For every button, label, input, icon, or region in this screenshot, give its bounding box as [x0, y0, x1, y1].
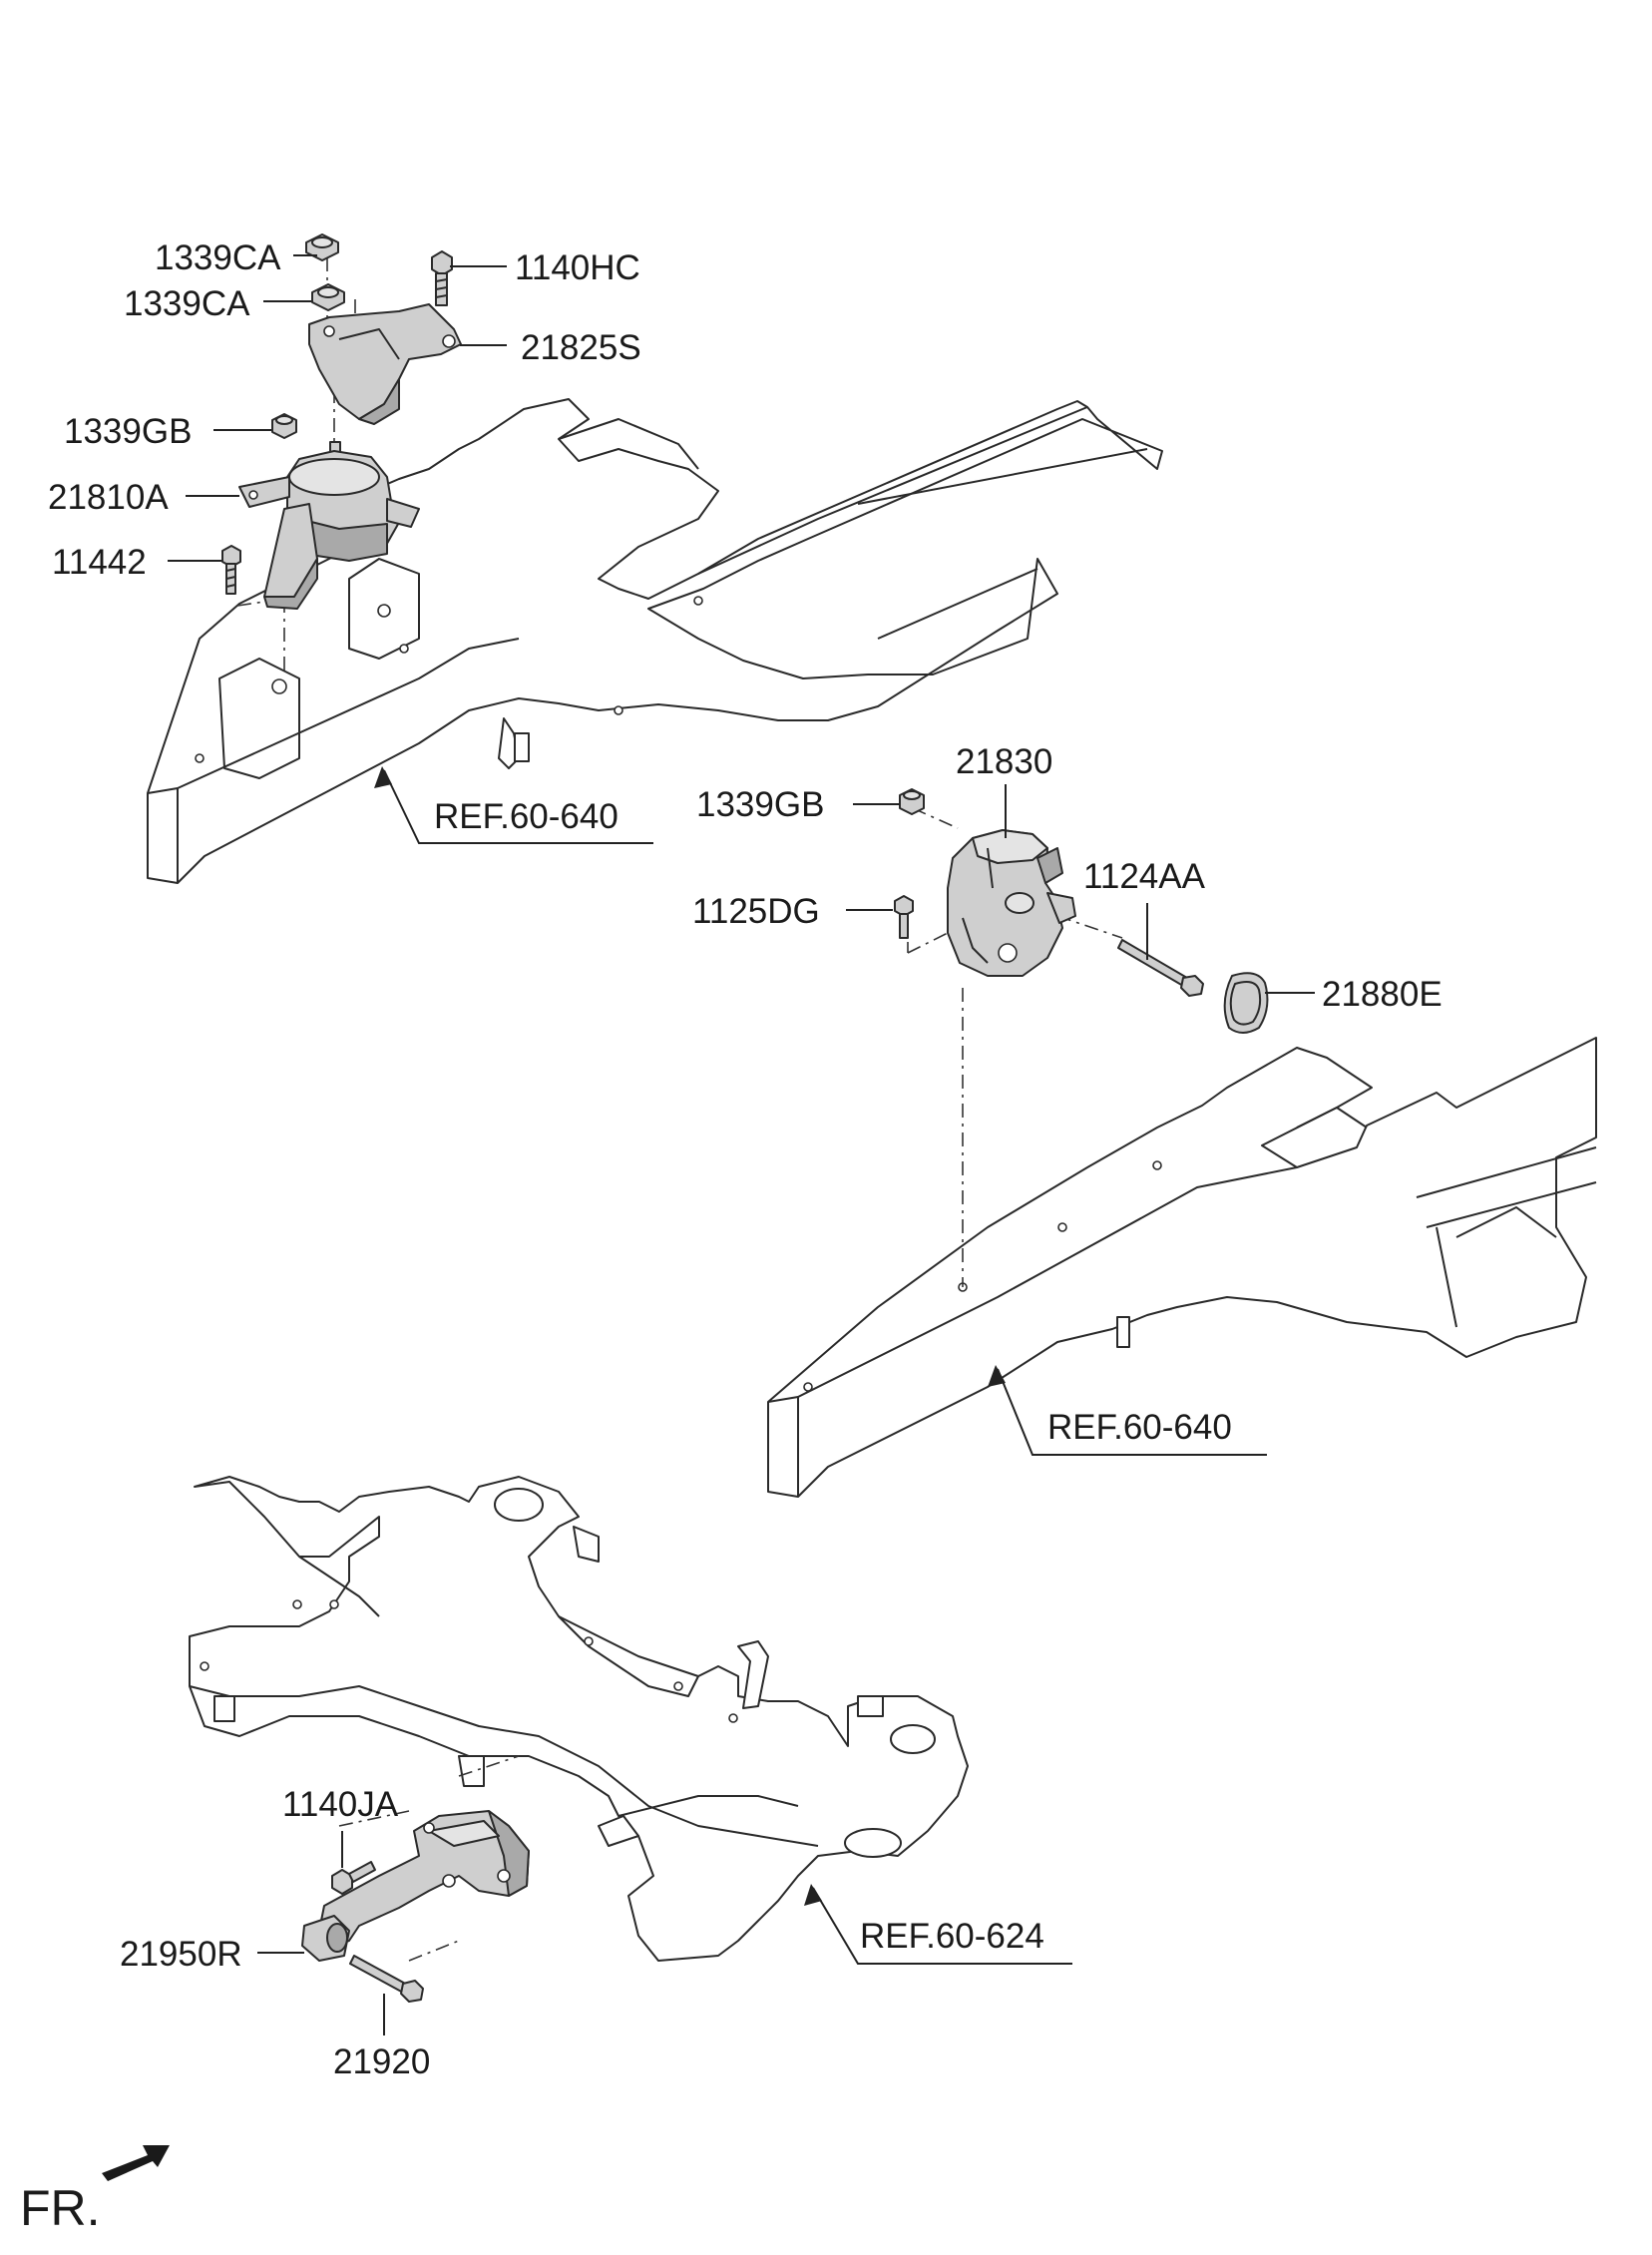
- nut-1339GB-left: [271, 413, 297, 439]
- label-ref-60-624[interactable]: REF.60-624: [860, 1917, 1044, 1956]
- front-frame-rail-mid: [767, 1037, 1597, 1498]
- engine-mount-21810A: [238, 441, 420, 610]
- bolt-21920: [349, 1955, 424, 2003]
- bracket-21825S: [308, 303, 462, 425]
- bolt-1140HC: [431, 250, 453, 306]
- label-1339GB-right[interactable]: 1339GB: [696, 785, 824, 824]
- nut-1339GB-right: [899, 788, 925, 815]
- front-subframe: [189, 1476, 969, 1962]
- label-ref-60-640-top[interactable]: REF.60-640: [434, 797, 619, 836]
- label-21950R[interactable]: 21950R: [120, 1935, 242, 1974]
- bolt-11442: [221, 545, 241, 595]
- label-1124AA[interactable]: 1124AA: [1083, 857, 1206, 896]
- label-1140HC[interactable]: 1140HC: [515, 248, 640, 287]
- bolt-1124AA: [1117, 939, 1204, 997]
- label-11442[interactable]: 11442: [52, 543, 147, 582]
- cover-21880E: [1223, 972, 1269, 1034]
- label-21830[interactable]: 21830: [956, 742, 1052, 781]
- label-1339GB-left[interactable]: 1339GB: [64, 412, 192, 451]
- label-21920[interactable]: 21920: [333, 2042, 430, 2081]
- label-21810A[interactable]: 21810A: [48, 478, 169, 517]
- label-21880E[interactable]: 21880E: [1322, 975, 1443, 1014]
- label-1125DG[interactable]: 1125DG: [692, 892, 820, 931]
- front-arrow-icon: [102, 2145, 170, 2181]
- nut-1339CA-bottom: [311, 283, 345, 311]
- bolt-1140JA: [331, 1861, 376, 1895]
- nut-1339CA-top: [305, 233, 339, 261]
- label-ref-60-640-mid[interactable]: REF.60-640: [1047, 1408, 1232, 1447]
- bolt-1125DG: [894, 895, 914, 939]
- roll-rod-21950R: [301, 1810, 530, 1962]
- label-1339CA-top[interactable]: 1339CA: [155, 238, 281, 277]
- label-1140JA[interactable]: 1140JA: [282, 1785, 399, 1824]
- transmission-mount-21830: [947, 829, 1076, 977]
- front-label: FR.: [20, 2180, 101, 2236]
- front-direction-marker: FR.: [20, 2145, 170, 2236]
- label-1339CA-bottom[interactable]: 1339CA: [124, 284, 250, 323]
- label-21825S[interactable]: 21825S: [521, 328, 641, 367]
- part-labels: 1339CA 1339CA 1140HC 21825S 1339GB 21810…: [48, 238, 1443, 2081]
- leader-lines: [168, 254, 1315, 2035]
